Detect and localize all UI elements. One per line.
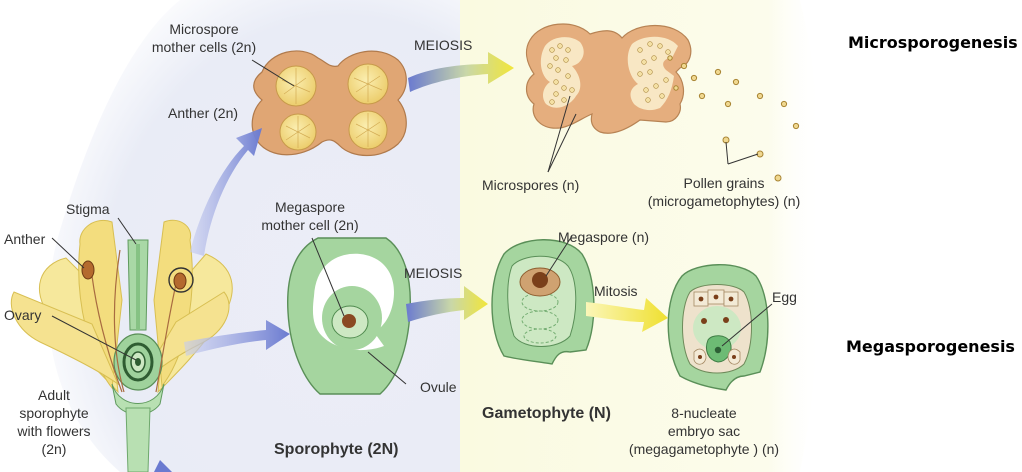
arrow-to-ovule — [184, 320, 290, 356]
anther-lobe — [173, 272, 187, 290]
egg-label: Egg — [772, 289, 797, 305]
egg-nucleus — [714, 346, 722, 354]
megaspore-mother-cell-nucleus — [342, 314, 356, 328]
anther-lobe — [81, 260, 95, 280]
flower-stem — [125, 407, 151, 472]
arrow-meiosis-bottom — [406, 286, 488, 322]
megasporogenesis-title: Megasporogenesis — [846, 337, 1015, 356]
arrow-mitosis — [586, 298, 668, 332]
dehiscing-anther — [525, 23, 692, 134]
stigma-label: Stigma — [66, 201, 110, 217]
side-titles: Microsporogenesis Megasporogenesis — [846, 33, 1018, 356]
microsporogenesis-title: Microsporogenesis — [848, 33, 1018, 52]
mitosis-label: Mitosis — [594, 283, 638, 299]
megaspore-ovule — [491, 239, 595, 365]
pollen-grains — [667, 55, 800, 182]
arrow-to-anther — [190, 128, 262, 256]
anther-highlight-circle — [168, 267, 194, 293]
embryo-sac-ovule — [667, 264, 769, 391]
arrow-meiosis-top — [408, 52, 514, 92]
meiosis-bottom-label: MEIOSIS — [404, 265, 462, 281]
pollen-grains-label: Pollen grains(microgametophytes) (n) — [648, 175, 801, 209]
gametophyte-label: Gametophyte (N) — [482, 405, 611, 422]
anther-2n-label: Anther (2n) — [168, 105, 238, 121]
leader-lines — [51, 59, 773, 385]
petal — [10, 291, 120, 386]
microspores-label: Microspores (n) — [482, 177, 579, 193]
meiosis-top-label: MEIOSIS — [414, 37, 472, 53]
ovule-label: Ovule — [420, 379, 457, 395]
anther-label: Anther — [4, 231, 46, 247]
megaspore-label: Megaspore (n) — [558, 229, 649, 245]
ovule-sporophyte — [287, 237, 411, 395]
flower — [10, 219, 233, 472]
ovary-label: Ovary — [4, 307, 41, 323]
arrow-bottom — [154, 460, 172, 472]
anther-cross-section — [251, 50, 407, 156]
megaspore-nucleus — [532, 272, 548, 288]
sporophyte-label: Sporophyte (2N) — [274, 441, 398, 458]
